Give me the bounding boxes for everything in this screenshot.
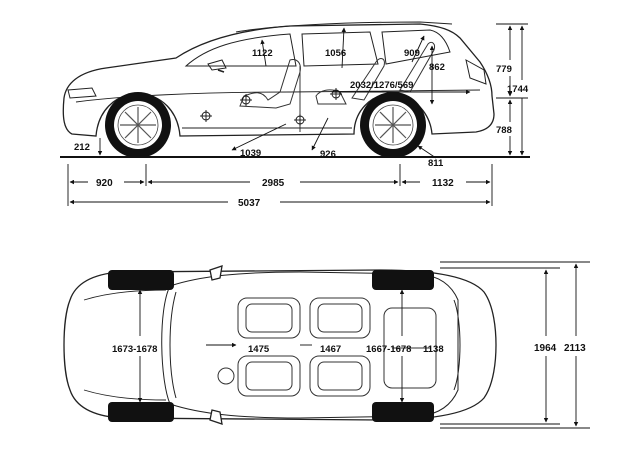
top-dimension-lines <box>137 261 590 429</box>
front-right-wheel-top <box>108 402 174 422</box>
label-cargo-length: 909 <box>404 48 420 59</box>
label-rear-overhang-angle: 811 <box>428 158 444 169</box>
label-shoulder-front: 1475 <box>248 344 270 355</box>
label-height-upper: 779 <box>496 64 512 75</box>
label-ground-clearance: 212 <box>74 142 90 153</box>
label-height-lower: 788 <box>496 125 512 136</box>
label-front-track: 1673-1678 <box>112 344 157 355</box>
side-dimension-lines <box>67 23 528 206</box>
label-overall-height: 1744 <box>507 84 529 95</box>
label-rear-overhang: 1132 <box>432 178 454 189</box>
reference-point-markers <box>200 88 342 126</box>
label-headroom-front: 1122 <box>252 48 273 59</box>
label-headroom-rear: 1056 <box>325 48 346 59</box>
rear-right-wheel-top <box>372 402 434 422</box>
front-left-wheel-top <box>108 270 174 290</box>
top-wheels <box>108 270 434 422</box>
top-view-seats <box>217 297 437 397</box>
label-front-overhang: 920 <box>96 178 113 189</box>
side-view-labels: 1122 1056 909 862 779 1744 2032/1276/569… <box>74 48 529 209</box>
label-shoulder-rear: 1467 <box>320 344 341 355</box>
top-view-labels: 1673-1678 1475 1467 1667-1678 1138 1964 … <box>112 343 586 355</box>
label-legroom-rear: 926 <box>320 149 336 160</box>
label-cargo-sill: 862 <box>429 62 445 73</box>
rear-left-wheel-top <box>372 270 434 290</box>
label-body-width: 1964 <box>534 343 557 354</box>
label-legroom-front: 1039 <box>240 148 261 159</box>
label-cargo-width: 1138 <box>423 344 444 355</box>
label-width-with-mirrors: 2113 <box>564 343 586 354</box>
label-overall-length: 5037 <box>238 198 261 209</box>
label-cargo-floor-length: 2032/1276/569 <box>350 80 413 91</box>
side-view-seats <box>239 41 435 109</box>
side-wheels <box>105 92 426 158</box>
label-rear-track: 1667-1678 <box>366 344 411 355</box>
label-wheelbase: 2985 <box>262 178 285 189</box>
